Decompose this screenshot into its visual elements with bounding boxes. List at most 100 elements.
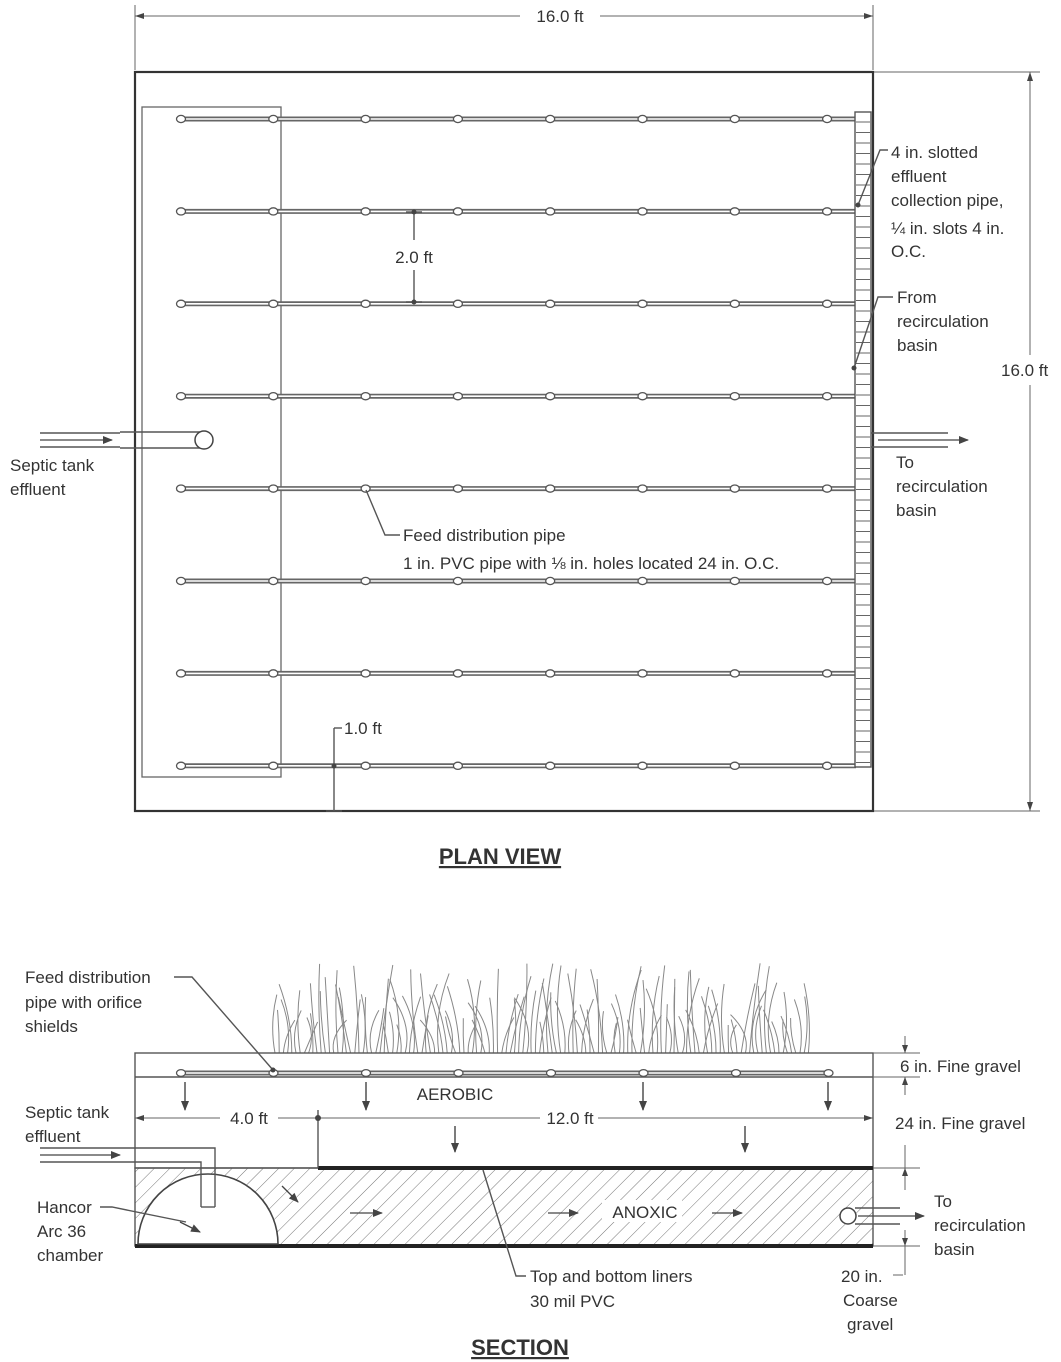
pipe-orifice [729, 299, 740, 309]
pipe-orifice [821, 761, 833, 771]
section-septic-1: Septic tank [25, 1103, 110, 1122]
pipe-orifice [637, 391, 648, 401]
section-outlet-pipe: To recirculation basin [839, 1192, 1026, 1259]
pipe-orifice [452, 299, 464, 309]
section-feed-2: pipe with orifice [25, 993, 142, 1012]
plan-inlet-pipe: Septic tank effluent [10, 430, 214, 499]
plan-to-recirc-1: To [896, 453, 914, 472]
pipe-orifice [360, 114, 371, 124]
feed-pipe [175, 576, 856, 586]
layer-dimensions: 6 in. Fine gravel 24 in. Fine gravel [873, 1036, 1025, 1275]
pipe-orifice [268, 669, 279, 678]
section-inlet-pipe: Septic tank effluent [25, 1103, 216, 1208]
plan-bed-outline [133, 70, 875, 813]
pipe-orifice [360, 299, 371, 309]
section-feed-3: shields [25, 1017, 78, 1036]
pipe-orifice [821, 669, 833, 678]
pipe-orifice [360, 391, 371, 401]
pipe-orifice [729, 761, 740, 771]
pipe-orifice [268, 114, 279, 124]
collection-label-4: ¼ in. slots 4 in. [891, 219, 1004, 238]
feed-pipe-spec: 1 in. PVC pipe with ⅛ in. holes located … [403, 554, 779, 573]
pipe-orifice [545, 761, 556, 771]
pipe-orifice [452, 761, 464, 771]
pipe-orifice [545, 391, 556, 401]
plan-view-title: PLAN VIEW [439, 844, 561, 869]
pipe-orifice [268, 484, 279, 493]
pipe-orifice [360, 761, 371, 771]
section-orifice [638, 1068, 649, 1078]
feed-distribution-pipes [175, 114, 856, 771]
coarse-1: 20 in. [841, 1267, 883, 1286]
plan-width-dimension: 16.0 ft [134, 5, 874, 70]
hancor-callout: Hancor Arc 36 chamber [37, 1198, 187, 1265]
coarse-2: Coarse [843, 1291, 898, 1310]
pipe-orifice [452, 484, 464, 493]
from-recirc-2: recirculation [897, 312, 989, 331]
pipe-orifice [268, 761, 279, 771]
layer-6in: 6 in. Fine gravel [900, 1057, 1021, 1076]
liner-callout: Top and bottom liners 30 mil PVC [482, 1169, 693, 1311]
aerobic-label: AEROBIC [417, 1085, 494, 1104]
dim-4ft: 4.0 ft [230, 1109, 268, 1128]
feed-pipe [175, 669, 856, 678]
pipe-orifice [360, 576, 371, 586]
section-orifice [545, 1068, 557, 1078]
section-feed-1: Feed distribution [25, 968, 151, 987]
dim-12ft: 12.0 ft [546, 1109, 594, 1128]
pipe-orifice [545, 299, 556, 309]
section-feed-pipe [175, 1068, 834, 1078]
section-feed-callout: Feed distribution pipe with orifice shie… [25, 968, 276, 1073]
section-orifice [268, 1068, 279, 1078]
hancor-1: Hancor [37, 1198, 92, 1217]
pipe-orifice [637, 299, 648, 309]
edge-distance-dimension: 1.0 ft [326, 719, 382, 812]
pipe-orifice [821, 299, 833, 309]
feed-pipe-callout: Feed distribution pipe 1 in. PVC pipe wi… [365, 489, 779, 573]
pipe-orifice [175, 114, 187, 124]
wetland-vegetation [272, 963, 810, 1054]
pipe-orifice [729, 114, 740, 124]
from-recirc-1: From [897, 288, 937, 307]
pipe-orifice [545, 669, 556, 678]
section-orifice [823, 1068, 834, 1078]
pipe-orifice [545, 114, 556, 124]
section-orifice [175, 1068, 187, 1078]
hancor-2: Arc 36 [37, 1222, 86, 1241]
collection-pipe-callout: 4 in. slotted effluent collection pipe, … [855, 143, 1004, 261]
pipe-orifice [545, 576, 556, 586]
horizontal-flow-arrows [179, 1185, 743, 1233]
pipe-orifice [821, 114, 833, 124]
pipe-orifice [175, 484, 187, 493]
plan-septic-label-2: effluent [10, 480, 66, 499]
hancor-chamber [137, 1173, 279, 1245]
collection-label-1: 4 in. slotted [891, 143, 978, 162]
pipe-orifice [821, 576, 833, 586]
pipe-orifice [268, 299, 279, 309]
section-to-recirc-1: To [934, 1192, 952, 1211]
anoxic-label: ANOXIC [612, 1203, 677, 1222]
collection-label-2: effluent [891, 167, 947, 186]
section-septic-2: effluent [25, 1127, 81, 1146]
pipe-orifice [637, 669, 648, 678]
plan-septic-label-1: Septic tank [10, 456, 95, 475]
pipe-orifice [452, 669, 464, 678]
feed-pipe [175, 207, 856, 216]
pipe-orifice [452, 114, 464, 124]
pipe-orifice [637, 761, 648, 771]
collection-label-3: collection pipe, [891, 191, 1003, 210]
plan-height-label: 16.0 ft [1001, 361, 1049, 380]
pipe-orifice [175, 669, 187, 678]
downward-flow-arrows [181, 1082, 832, 1153]
pipe-orifice [545, 484, 556, 493]
pipe-orifice [545, 207, 556, 216]
section-to-recirc-2: recirculation [934, 1216, 1026, 1235]
plan-outlet-pipe: To recirculation basin [871, 432, 988, 520]
pipe-orifice [360, 484, 371, 493]
from-recirc-3: basin [897, 336, 938, 355]
from-recirc-callout: From recirculation basin [851, 288, 989, 371]
pipe-orifice [637, 576, 648, 586]
section-length-dimension: 4.0 ft 12.0 ft [135, 1109, 873, 1168]
edge-label: 1.0 ft [344, 719, 382, 738]
feed-pipe [175, 761, 856, 771]
